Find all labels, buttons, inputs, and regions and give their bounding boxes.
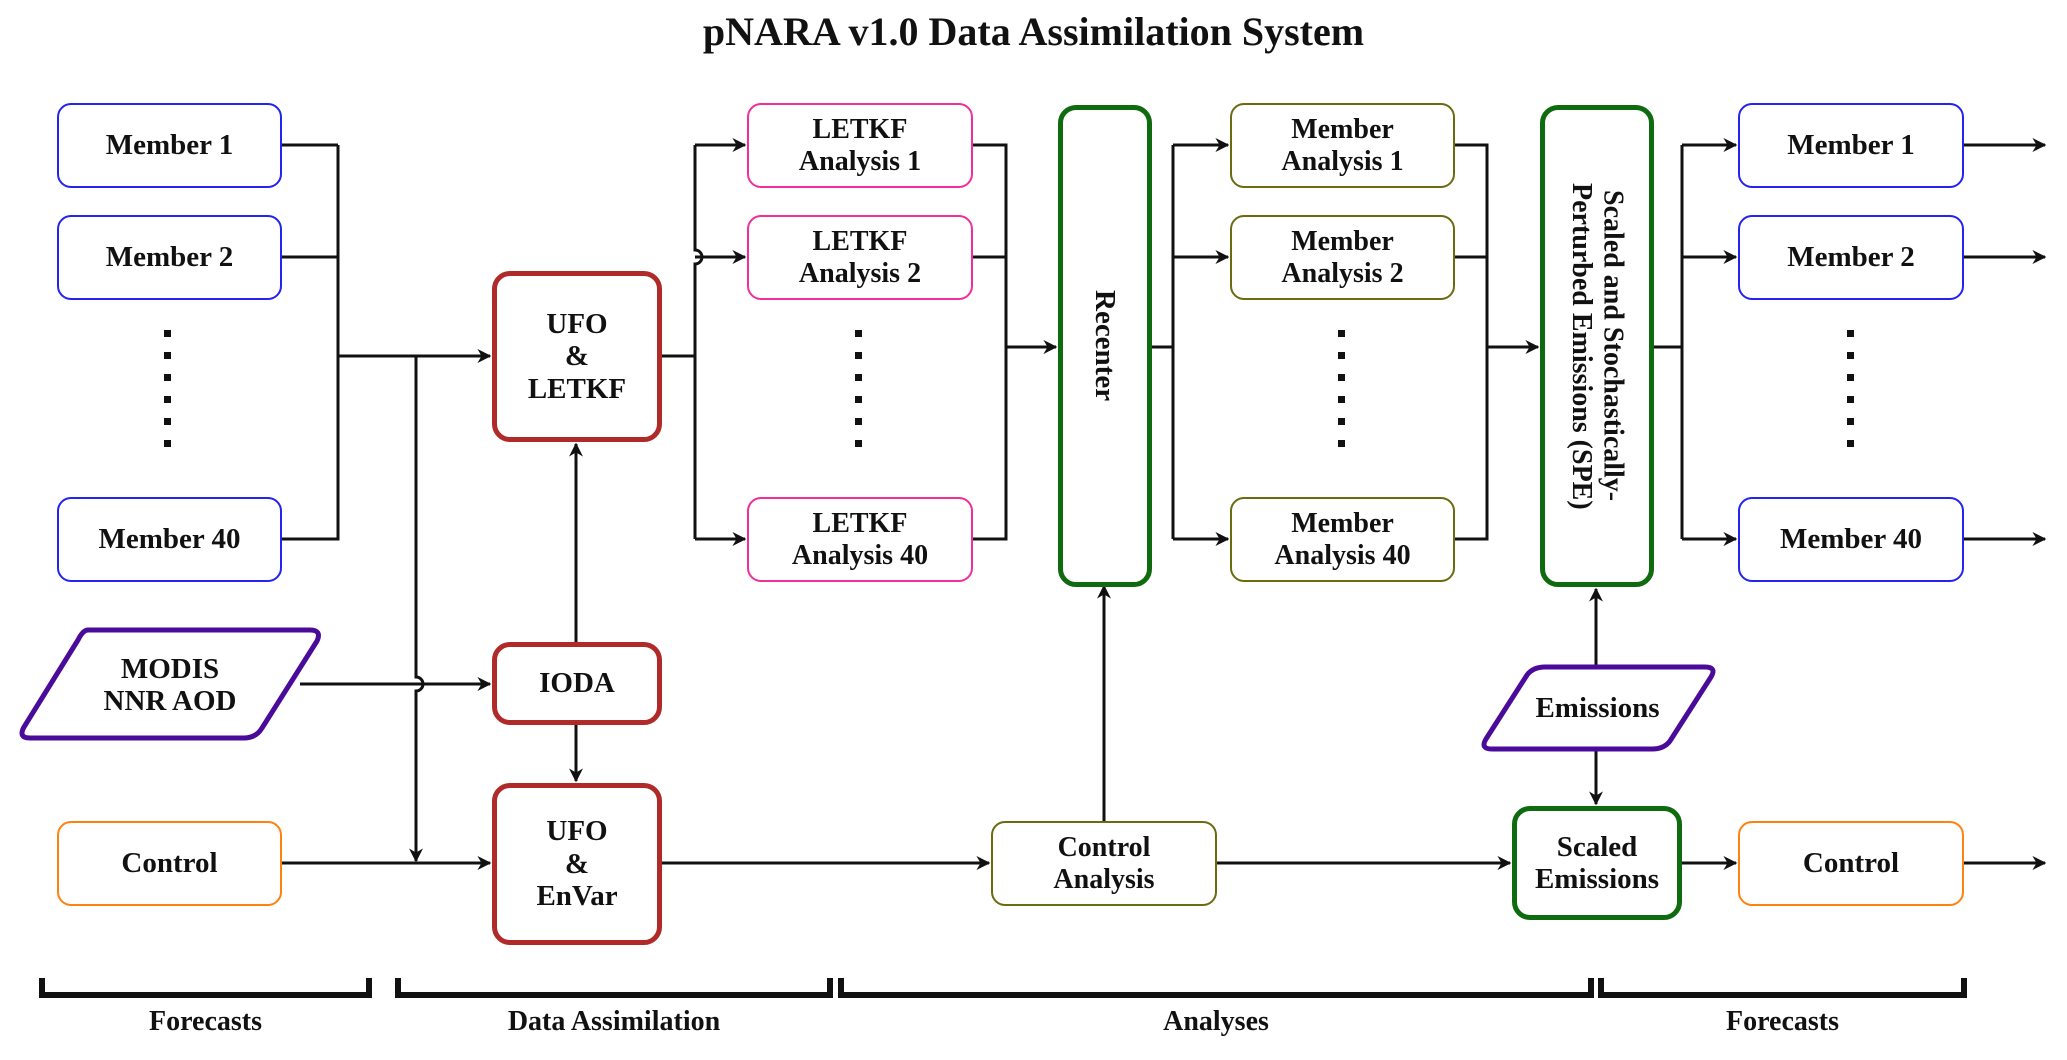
stage-label-data-assimilation: Data Assimilation [507,1006,721,1037]
bracket-data-assimilation [395,978,833,998]
member-analysis-1[interactable]: Member Analysis 1 [1230,103,1455,188]
ellipsis-letkf [855,330,863,462]
bracket-analyses [838,978,1594,998]
ellipsis-member-analyses [1338,330,1346,462]
scaled-emissions-box[interactable]: Scaled Emissions [1512,806,1682,920]
spe-box[interactable]: Scaled and Stochastically- Perturbed Emi… [1540,105,1654,587]
forecast-out-member-1[interactable]: Member 1 [1738,103,1964,188]
emissions-input[interactable]: Emissions [1535,691,1660,724]
letkf-analysis-1[interactable]: LETKF Analysis 1 [747,103,973,188]
stage-label-forecasts-in: Forecasts [149,1006,262,1037]
connector-spe-fan [1654,145,1684,539]
connector-recenter-fan [1151,145,1175,539]
connector-manal-collector [1455,143,1489,541]
control-analysis-box[interactable]: Control Analysis [991,821,1217,906]
member-analysis-2[interactable]: Member Analysis 2 [1230,215,1455,300]
ioda-box[interactable]: IODA [492,642,662,725]
stage-label-forecasts-out: Forecasts [1726,1006,1839,1037]
connector-ensemble-to-envar [409,356,425,863]
bracket-forecasts-out [1598,978,1967,998]
forecast-member-1[interactable]: Member 1 [57,103,282,188]
member-analysis-40[interactable]: Member Analysis 40 [1230,497,1455,582]
connector-member40 [282,145,340,541]
forecast-out-member-40[interactable]: Member 40 [1738,497,1964,582]
modis-shape [19,627,321,741]
control-forecast-out[interactable]: Control [1738,821,1964,906]
forecast-member-2[interactable]: Member 2 [57,215,282,300]
emissions-shape [1481,664,1716,752]
control-forecast-in[interactable]: Control [57,821,282,906]
forecast-member-40[interactable]: Member 40 [57,497,282,582]
bracket-forecasts-in [39,978,372,998]
recenter-box[interactable]: Recenter [1058,105,1152,587]
letkf-analysis-2[interactable]: LETKF Analysis 2 [747,215,973,300]
ellipsis-members-in [164,330,172,462]
ellipsis-members-out [1847,330,1855,462]
page-title: pNARA v1.0 Data Assimilation System [702,9,1365,54]
connector-letkf-fan [693,145,704,539]
letkf-analysis-40[interactable]: LETKF Analysis 40 [747,497,973,582]
forecast-out-member-2[interactable]: Member 2 [1738,215,1964,300]
ufo-letkf-box[interactable]: UFO & LETKF [492,271,662,442]
stage-label-analyses: Analyses [1163,1006,1269,1037]
connector-letkf-collector [973,143,1008,541]
modis-nnr-aod-input[interactable]: MODIS NNR AOD [103,652,237,717]
ufo-envar-box[interactable]: UFO & EnVar [492,783,662,945]
